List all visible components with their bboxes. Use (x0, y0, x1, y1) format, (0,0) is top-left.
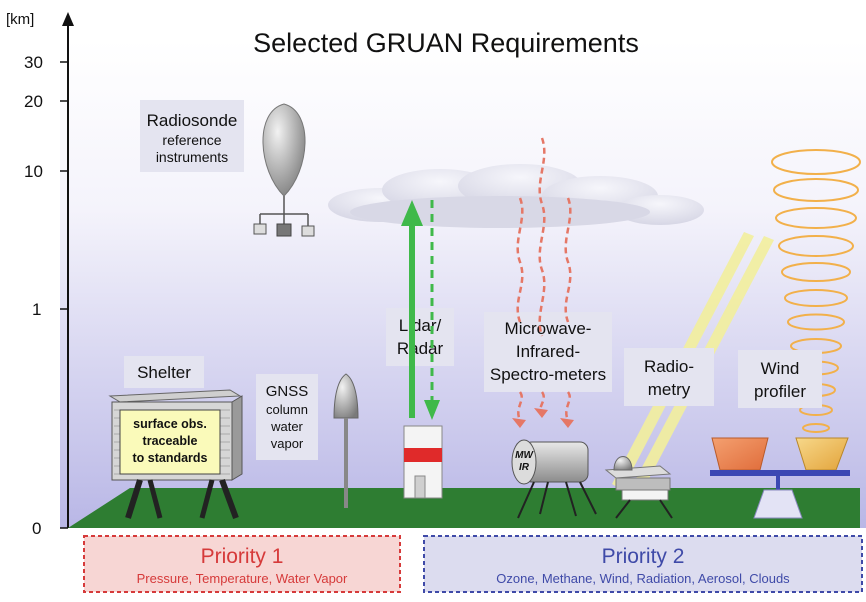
wind-line-2: profiler (754, 382, 806, 401)
shelter-panel-line-3: to standards (132, 451, 207, 465)
sonde-box-icon (276, 223, 292, 237)
wind-label-box (738, 350, 822, 408)
lidar-line-1: Lidar/ (399, 316, 442, 335)
lidar-line-2: Radar (397, 339, 444, 358)
sonde-box-icon (301, 225, 315, 237)
lidar-radar: Lidar/ Radar (386, 200, 454, 499)
gnss-antenna: GNSS column water vapor (256, 373, 359, 508)
axis-unit: [km] (6, 11, 34, 28)
profiler-beam (710, 470, 850, 476)
arrow-up-icon (401, 200, 423, 226)
axis-arrow-icon (62, 12, 74, 26)
wind-profiler: Wind profiler (710, 149, 861, 519)
microwave-line-1: Microwave- (505, 319, 592, 338)
sonde-box-icon (253, 223, 267, 235)
microwave-waves (516, 137, 572, 421)
priority-1-title: Priority 1 (201, 545, 284, 568)
gnss-line-3: water (270, 419, 303, 434)
axis-tick-30: 30 (24, 53, 43, 72)
radiometry-line-2: metry (648, 380, 691, 399)
shelter: Shelter surface obs. traceable to standa… (108, 356, 243, 520)
priority-2-box: Priority 2 Ozone, Methane, Wind, Radiati… (423, 535, 863, 593)
radiometry: Radio- metry (604, 232, 774, 519)
gnss-label-box (256, 374, 318, 460)
altitude-axis: [km] 30 20 10 1 0 (6, 11, 74, 538)
microwave-line-2: Infrared- (516, 342, 580, 361)
gnss-line-1: GNSS (266, 383, 309, 400)
priority-1-subtitle: Pressure, Temperature, Water Vapor (137, 571, 348, 586)
shelter-panel (119, 409, 221, 475)
axis-tick-0: 0 (32, 519, 41, 538)
priority-1-box: Priority 1 Pressure, Temperature, Water … (83, 535, 401, 593)
radiometry-label-box (624, 348, 714, 406)
axis-tick-20: 20 (24, 92, 43, 111)
device-label-mw: MW (515, 450, 534, 461)
shelter-panel-line-1: surface obs. (133, 417, 207, 431)
radiosonde-balloon: Radiosonde reference instruments (140, 100, 315, 237)
shelter-title: Shelter (137, 363, 191, 382)
radiosonde-line-1: reference (162, 132, 221, 148)
cloud (328, 164, 704, 228)
wind-rings (771, 149, 861, 433)
diagram-title: Selected GRUAN Requirements (253, 28, 639, 58)
wind-line-1: Wind (761, 359, 800, 378)
axis-tick-10: 10 (24, 162, 43, 181)
shelter-panel-line-2: traceable (143, 434, 198, 448)
gnss-dome-icon (333, 373, 359, 419)
gnss-line-4: vapor (271, 436, 304, 451)
microwave-line-3: Spectro-meters (490, 365, 606, 384)
radiosonde-title: Radiosonde (147, 111, 238, 130)
profiler-base-icon (753, 489, 803, 519)
priority-2-title: Priority 2 (602, 545, 685, 568)
balloon-icon (262, 103, 306, 197)
arrow-down-icon (424, 400, 440, 420)
axis-tick-1: 1 (32, 300, 41, 319)
shelter-label-box (124, 356, 204, 388)
device-label-ir: IR (519, 462, 530, 473)
gnss-line-2: column (266, 402, 308, 417)
microwave-spectrometer: Microwave- Infrared- Spectro-meters MW I… (484, 137, 612, 519)
antenna-cup-left-icon (711, 437, 769, 471)
radiometer-icon (615, 477, 671, 491)
radiometry-line-1: Radio- (644, 357, 694, 376)
priority-2-subtitle: Ozone, Methane, Wind, Radiation, Aerosol… (496, 571, 790, 586)
lidar-label-box (386, 308, 454, 366)
radiosonde-label-box (140, 100, 244, 172)
radiosonde-line-2: instruments (156, 149, 228, 165)
microwave-label-box (484, 312, 612, 392)
ground-plane (68, 488, 860, 528)
